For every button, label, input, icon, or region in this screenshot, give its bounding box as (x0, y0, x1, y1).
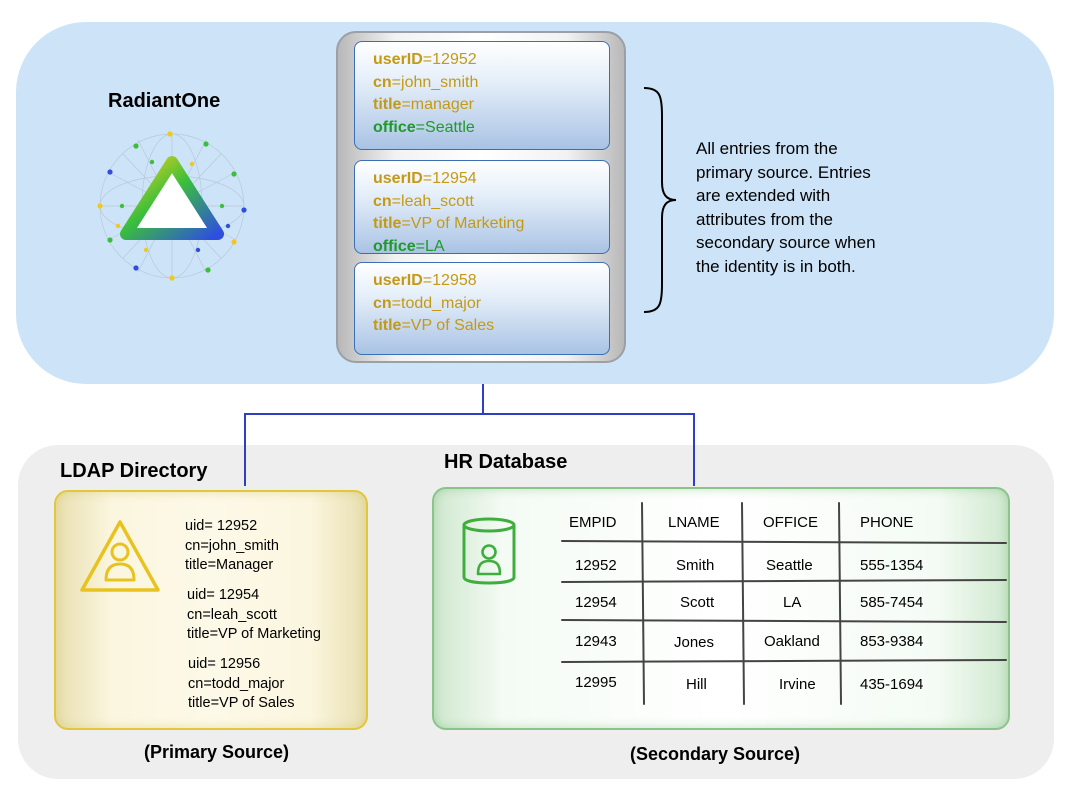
description-line: attributes from the (696, 209, 834, 229)
ldap-attribute: uid= 12954 (187, 587, 260, 603)
ldap-entry: uid= 12956 cn=todd_major title=VP of Sal… (188, 655, 295, 714)
description-line: primary source. Entries (696, 162, 871, 182)
virtual-entry: userID=12954 cn=leah_scott title=VP of M… (354, 160, 610, 255)
ldap-entry: uid= 12954 cn=leah_scott title=VP of Mar… (187, 586, 321, 645)
table-cell: 585-7454 (860, 594, 924, 611)
attribute-value: =VP of Marketing (401, 215, 525, 232)
radiantone-logo-icon (97, 131, 247, 281)
table-cell: 853-9384 (860, 633, 924, 650)
virtual-entry: userID=12958 cn=todd_major title=VP of S… (354, 262, 610, 355)
attribute-value: =12952 (422, 51, 477, 68)
table-cell: Scott (680, 594, 715, 611)
table-cell: Jones (674, 634, 715, 651)
table-header-empid: EMPID (569, 514, 617, 531)
ldap-directory-box (54, 490, 368, 730)
table-cell: 12952 (575, 557, 617, 574)
description-line: are extended with (696, 186, 831, 205)
table-header-lname: LNAME (668, 514, 720, 531)
table-cell: 12995 (575, 674, 617, 691)
attribute-name: office (373, 237, 416, 255)
attribute-name: office (373, 118, 416, 136)
ldap-attribute: uid= 12956 (188, 656, 261, 672)
attribute-name: cn (373, 73, 392, 91)
table-header-phone: PHONE (860, 514, 914, 531)
table-cell: 12943 (575, 633, 617, 650)
description-text: All entries from the primary source. Ent… (696, 137, 926, 278)
attribute-value: =todd_major (391, 294, 482, 312)
attribute-name: cn (373, 192, 392, 210)
table-cell: Irvine (779, 676, 816, 693)
attribute-value: =LA (415, 237, 445, 255)
attribute-value: =Seattle (415, 118, 475, 136)
table-cell: Seattle (766, 557, 813, 574)
ldap-title: LDAP Directory (60, 460, 208, 482)
curly-brace-icon (643, 87, 677, 313)
table-cell: 555-1354 (860, 557, 924, 574)
table-cell: 12954 (575, 594, 617, 611)
ldap-attribute: uid= 12952 (185, 518, 258, 534)
secondary-source-label: (Secondary Source) (630, 744, 801, 764)
attribute-name: userID (373, 170, 423, 187)
table-cell: Oakland (764, 633, 820, 650)
attribute-value: =12954 (422, 170, 477, 187)
attribute-name: title (373, 96, 402, 113)
virtual-entry: userID=12952 cn=john_smith title=manager… (354, 41, 610, 150)
table-cell: 435-1694 (860, 676, 924, 693)
ldap-attribute: title=Manager (185, 557, 274, 573)
attribute-name: cn (373, 294, 392, 312)
ldap-attribute: title=VP of Sales (188, 695, 295, 711)
attribute-value: =john_smith (391, 73, 479, 91)
ldap-attribute: cn=leah_scott (187, 606, 277, 623)
attribute-value: =leah_scott (391, 192, 474, 210)
description-line: the identity is in both. (696, 256, 856, 276)
attribute-name: userID (373, 272, 423, 289)
brand-title: RadiantOne (108, 90, 221, 112)
attribute-value: =VP of Sales (401, 317, 495, 334)
attribute-value: =12958 (422, 272, 477, 289)
attribute-name: title (373, 215, 402, 232)
attribute-name: userID (373, 51, 423, 68)
ldap-attribute: cn=todd_major (188, 675, 285, 692)
table-cell: Smith (676, 557, 715, 574)
description-line: secondary source when (696, 233, 876, 252)
table-cell: Hill (686, 676, 707, 693)
ldap-attribute: cn=john_smith (185, 537, 279, 554)
description-line: All entries from the (696, 139, 838, 158)
ldap-entry: uid= 12952 cn=john_smith title=Manager (185, 517, 279, 576)
ldap-attribute: title=VP of Marketing (187, 626, 321, 642)
hr-database-box (432, 487, 1010, 730)
primary-source-label: (Primary Source) (144, 742, 290, 762)
user-warning-icon (80, 520, 160, 592)
table-cell: LA (783, 594, 802, 611)
attribute-name: title (373, 317, 402, 334)
hr-database-title: HR Database (444, 451, 568, 473)
database-user-icon (462, 517, 516, 585)
attribute-value: =manager (401, 96, 474, 113)
table-header-office: OFFICE (763, 514, 818, 531)
